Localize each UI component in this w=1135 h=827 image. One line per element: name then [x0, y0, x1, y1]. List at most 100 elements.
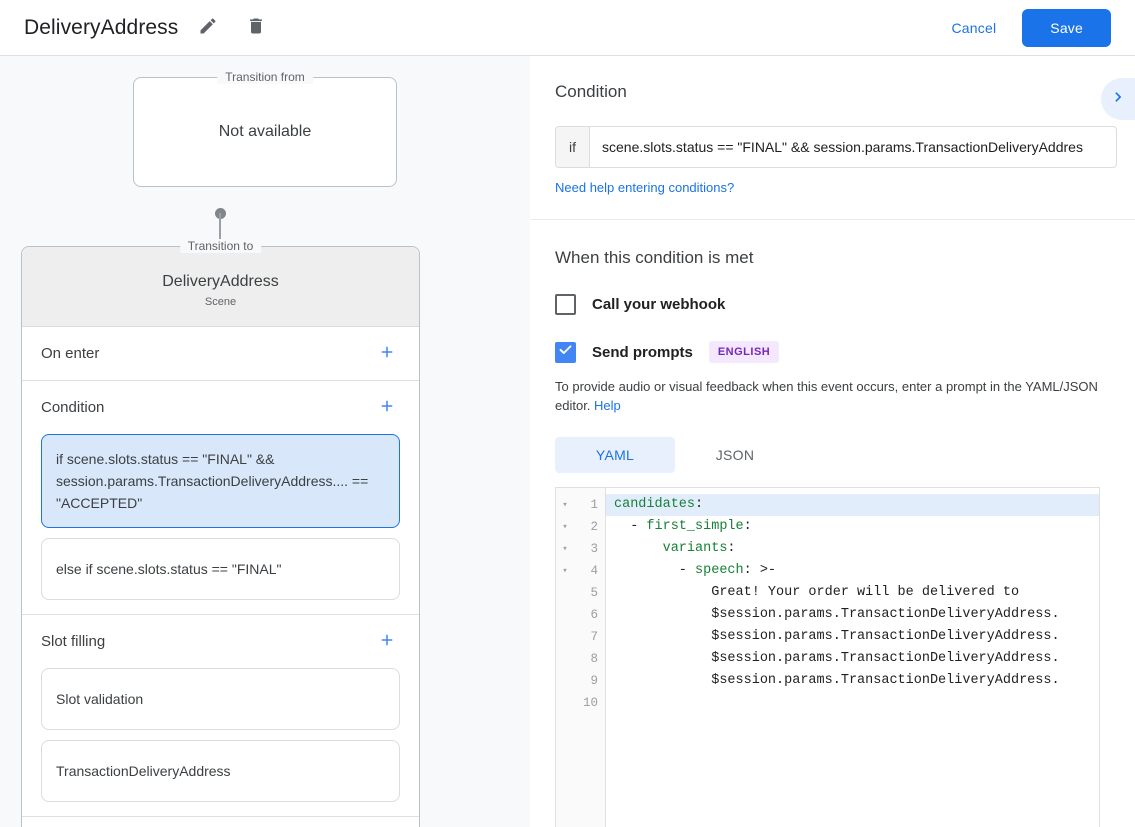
line-number: 10 [582, 696, 598, 710]
scene-graph-panel: Transition from Not available Transition… [0, 56, 530, 827]
webhook-row[interactable]: Call your webhook [555, 294, 1117, 315]
transition-from-legend: Transition from [217, 70, 313, 84]
condition-input[interactable] [590, 127, 1116, 167]
editor-line-number: 5 [556, 582, 605, 604]
list-item[interactable]: TransactionDeliveryAddress [41, 740, 400, 802]
editor-line-number: 7 [556, 626, 605, 648]
cancel-button[interactable]: Cancel [936, 11, 1013, 45]
editor-code-line[interactable]: $session.params.TransactionDeliveryAddre… [606, 604, 1099, 626]
scene-header[interactable]: Transition to DeliveryAddress Scene [22, 239, 419, 327]
editor-line-number: ▾2 [556, 516, 605, 538]
code-rest-token: : [743, 519, 752, 534]
add-on-enter-button[interactable] [374, 341, 400, 367]
editor-code-line[interactable]: $session.params.TransactionDeliveryAddre… [606, 626, 1099, 648]
line-number: 4 [590, 564, 598, 578]
fold-triangle-icon[interactable]: ▾ [562, 566, 568, 576]
code-rest-token: : [727, 541, 736, 556]
editor-line-number: ▾1 [556, 494, 605, 516]
add-slot-filling-button[interactable] [374, 629, 400, 655]
editor-code-line[interactable]: candidates: [606, 494, 1099, 516]
fold-triangle-icon[interactable]: ▾ [562, 522, 568, 532]
section-header-condition[interactable]: Condition [22, 381, 419, 434]
scene-type: Scene [204, 296, 237, 308]
scene-name: DeliveryAddress [162, 273, 279, 290]
checkmark-icon [558, 342, 573, 362]
code-text-token: $session.params.TransactionDeliveryAddre… [614, 673, 1060, 688]
editor-code-line[interactable]: - first_simple: [606, 516, 1099, 538]
editor-code-line[interactable]: variants: [606, 538, 1099, 560]
chevron-right-icon [1108, 87, 1128, 112]
prompts-helper-sentence: To provide audio or visual feedback when… [555, 379, 1098, 413]
code-text-token: Great! Your order will be delivered to [614, 585, 1020, 600]
when-condition-met-section: When this condition is met Call your web… [531, 220, 1135, 827]
code-indent: - [614, 519, 647, 534]
top-app-bar: DeliveryAddress Cancel Save [0, 0, 1135, 56]
line-number: 3 [590, 542, 598, 556]
editor-code-line[interactable] [606, 692, 1099, 714]
code-key-token: first_simple [646, 519, 744, 534]
condition-section-title: Condition [555, 82, 627, 101]
pencil-icon [198, 16, 218, 39]
fold-triangle-icon[interactable]: ▾ [562, 544, 568, 554]
delete-button[interactable] [238, 10, 274, 46]
editor-line-number: ▾4 [556, 560, 605, 582]
save-button[interactable]: Save [1022, 8, 1111, 47]
section-on-enter: On enter [22, 327, 419, 381]
editor-line-number: ▾3 [556, 538, 605, 560]
condition-help-link[interactable]: Need help entering conditions? [555, 180, 735, 195]
tab-json[interactable]: JSON [715, 447, 755, 463]
expand-panel-button[interactable] [1101, 78, 1135, 120]
list-item[interactable]: if scene.slots.status == "FINAL" && sess… [41, 434, 400, 528]
line-number: 1 [590, 498, 598, 512]
line-number: 8 [590, 652, 598, 666]
trash-icon [246, 16, 266, 39]
code-rest-token: : >- [743, 563, 777, 578]
send-prompts-label: Send prompts [592, 343, 693, 361]
section-header-on-enter[interactable]: On enter [22, 327, 419, 380]
condition-input-row: if [555, 126, 1117, 168]
tab-yaml[interactable]: YAML [555, 437, 675, 473]
section-header-slot-filling[interactable]: Slot filling [22, 615, 419, 668]
prompts-help-link[interactable]: Help [594, 398, 621, 413]
plus-icon [378, 397, 396, 418]
code-key-token: candidates [614, 497, 696, 512]
transition-from-value: Not available [218, 123, 312, 140]
send-prompts-checkbox[interactable] [555, 341, 576, 363]
section-custom-intent-handling: Custom intent handling [22, 817, 419, 827]
editor-line-number: 10 [556, 692, 605, 714]
transition-to-card: Transition to DeliveryAddress Scene On e… [21, 239, 420, 827]
editor-code-line[interactable]: Great! Your order will be delivered to [606, 582, 1099, 604]
code-indent [614, 541, 663, 556]
plus-icon [378, 343, 396, 364]
code-text-token: $session.params.TransactionDeliveryAddre… [614, 651, 1060, 666]
call-webhook-label: Call your webhook [592, 296, 726, 313]
code-text-token: $session.params.TransactionDeliveryAddre… [614, 607, 1060, 622]
condition-editor-section: Condition if Need help entering conditio… [531, 56, 1135, 220]
page-title: DeliveryAddress [24, 15, 179, 39]
section-condition: Condition if scene.slots.status == "FINA… [22, 381, 419, 615]
line-number: 6 [590, 608, 598, 622]
prompts-helper-text: To provide audio or visual feedback when… [555, 377, 1117, 415]
language-badge: ENGLISH [708, 341, 780, 363]
list-item[interactable]: else if scene.slots.status == "FINAL" [41, 538, 400, 600]
when-met-title: When this condition is met [555, 248, 754, 267]
editor-line-number: 9 [556, 670, 605, 692]
code-rest-token: : [695, 497, 704, 512]
editor-code-line[interactable]: $session.params.TransactionDeliveryAddre… [606, 648, 1099, 670]
editor-format-tabs: YAML JSON [555, 437, 1117, 473]
editor-code-line[interactable]: - speech: >- [606, 560, 1099, 582]
line-number: 9 [590, 674, 598, 688]
section-header-custom-intent-handling[interactable]: Custom intent handling [22, 817, 419, 827]
edit-name-button[interactable] [190, 10, 226, 46]
send-prompts-row[interactable]: Send prompts ENGLISH [555, 341, 1117, 363]
editor-code-area[interactable]: candidates: - first_simple: variants: - … [606, 488, 1099, 827]
fold-triangle-icon[interactable]: ▾ [562, 500, 568, 510]
editor-code-line[interactable]: $session.params.TransactionDeliveryAddre… [606, 670, 1099, 692]
call-webhook-checkbox[interactable] [555, 294, 576, 315]
add-condition-button[interactable] [374, 395, 400, 421]
list-item[interactable]: Slot validation [41, 668, 400, 730]
editor-line-number: 8 [556, 648, 605, 670]
line-number: 5 [590, 586, 598, 600]
